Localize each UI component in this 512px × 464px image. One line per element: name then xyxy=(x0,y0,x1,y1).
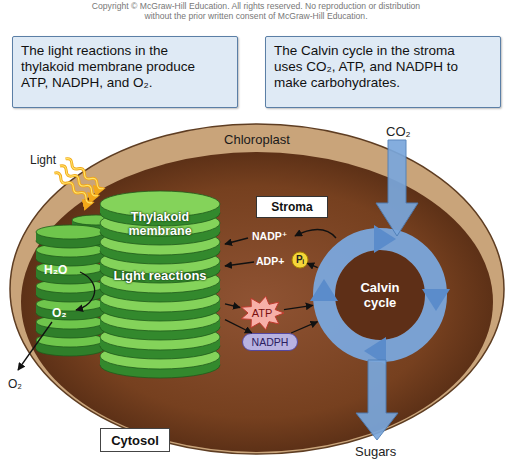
nadph-pill: NADPH xyxy=(242,333,298,351)
cycle-arrow-head xyxy=(374,225,396,253)
molecule-label: O₂ xyxy=(8,377,22,391)
node-text: ATP xyxy=(252,307,273,319)
node-text: Calvin cycle xyxy=(345,280,415,310)
cycle-arrow-head xyxy=(310,279,338,301)
copyright-notice: Copyright © McGraw-Hill Education. All r… xyxy=(81,1,431,21)
phosphate-symbol: Pᵢ xyxy=(292,252,308,268)
chloroplast: ChloroplastThylakoid membraneLight react… xyxy=(8,122,506,456)
callout-box: The light reactions in the thylakoid mem… xyxy=(12,36,238,108)
atp-burst: ATP xyxy=(240,296,284,330)
callout-box: The Calvin cycle in the stroma uses CO₂,… xyxy=(265,36,501,108)
chloroplast-interior xyxy=(21,152,493,452)
molecule-label: H₂O xyxy=(44,263,67,277)
node-text: Light reactions xyxy=(113,268,207,283)
node-text: Chloroplast xyxy=(197,132,317,147)
thylakoid-disc xyxy=(36,225,104,239)
molecule-label: O₂ xyxy=(52,306,67,320)
node-text: Stroma xyxy=(271,200,312,214)
cycle-arrow-head xyxy=(364,337,386,365)
node-text: Pᵢ xyxy=(296,255,304,265)
region-label-box: Stroma xyxy=(256,196,328,218)
molecule-label: CO₂ xyxy=(386,124,411,139)
cycle-ring xyxy=(324,239,436,351)
molecule-label: NADP⁺ xyxy=(252,230,287,242)
node-text: The Calvin cycle in the stroma uses CO₂,… xyxy=(274,43,484,91)
molecule-label: ADP+ xyxy=(256,255,284,267)
node-text: NADPH xyxy=(252,336,289,348)
node-text: The light reactions in the thylakoid mem… xyxy=(21,43,221,91)
thylakoid-disc xyxy=(100,267,220,293)
phosphate-circle xyxy=(292,252,308,268)
cycle-center xyxy=(335,250,425,340)
light-label: Light xyxy=(30,153,56,167)
cycle-arrow-head xyxy=(422,289,450,311)
calvin-cycle: Calvin cycle xyxy=(312,227,448,363)
product-label: Sugars xyxy=(355,444,396,459)
node-text: Thylakoid membrane xyxy=(113,210,207,238)
region-label-box: Cytosol xyxy=(100,428,170,452)
chloroplast-outer-membrane xyxy=(10,124,504,454)
atp-starburst xyxy=(241,296,284,329)
thylakoid-stack: Thylakoid membraneLight reactions xyxy=(95,190,225,385)
node-text: Cytosol xyxy=(111,433,159,448)
